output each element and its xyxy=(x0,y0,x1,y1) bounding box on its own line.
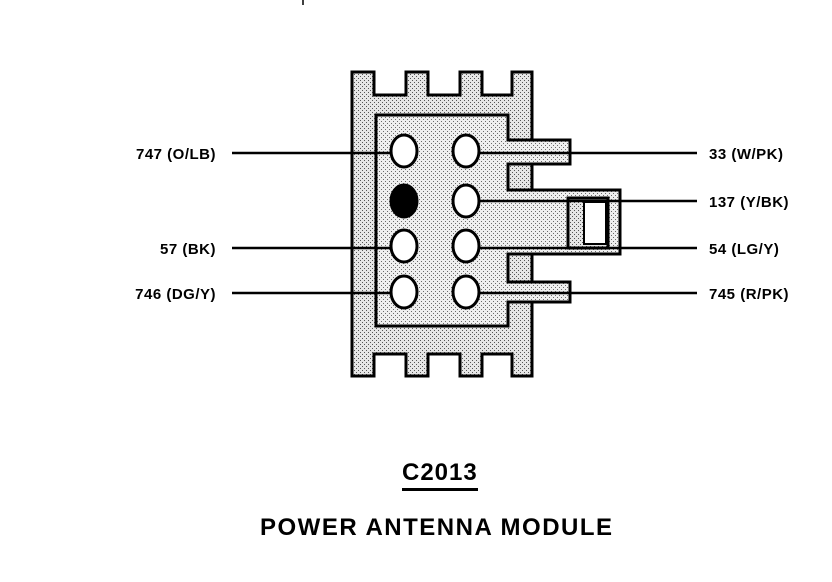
pin-3-plugged xyxy=(389,183,419,219)
pin-8 xyxy=(451,274,481,310)
connector-id: C2013 xyxy=(402,460,478,491)
pin-6 xyxy=(451,228,481,264)
pin-1 xyxy=(389,133,419,169)
label-33-w-pk: 33 (W/PK) xyxy=(709,146,784,163)
pin-4 xyxy=(451,183,481,219)
label-54-lg-y: 54 (LG/Y) xyxy=(709,241,779,258)
locking-tab-window xyxy=(583,201,607,245)
label-137-y-bk: 137 (Y/BK) xyxy=(709,194,789,211)
pin-5 xyxy=(389,228,419,264)
label-746-dg-y: 746 (DG/Y) xyxy=(135,286,216,303)
label-747-o-lb: 747 (O/LB) xyxy=(136,146,216,163)
connector-name: POWER ANTENNA MODULE xyxy=(260,514,614,541)
connector-cavity xyxy=(374,113,622,328)
pin-2 xyxy=(451,133,481,169)
pin-7 xyxy=(389,274,419,310)
label-57-bk: 57 (BK) xyxy=(160,241,216,258)
label-745-r-pk: 745 (R/PK) xyxy=(709,286,789,303)
